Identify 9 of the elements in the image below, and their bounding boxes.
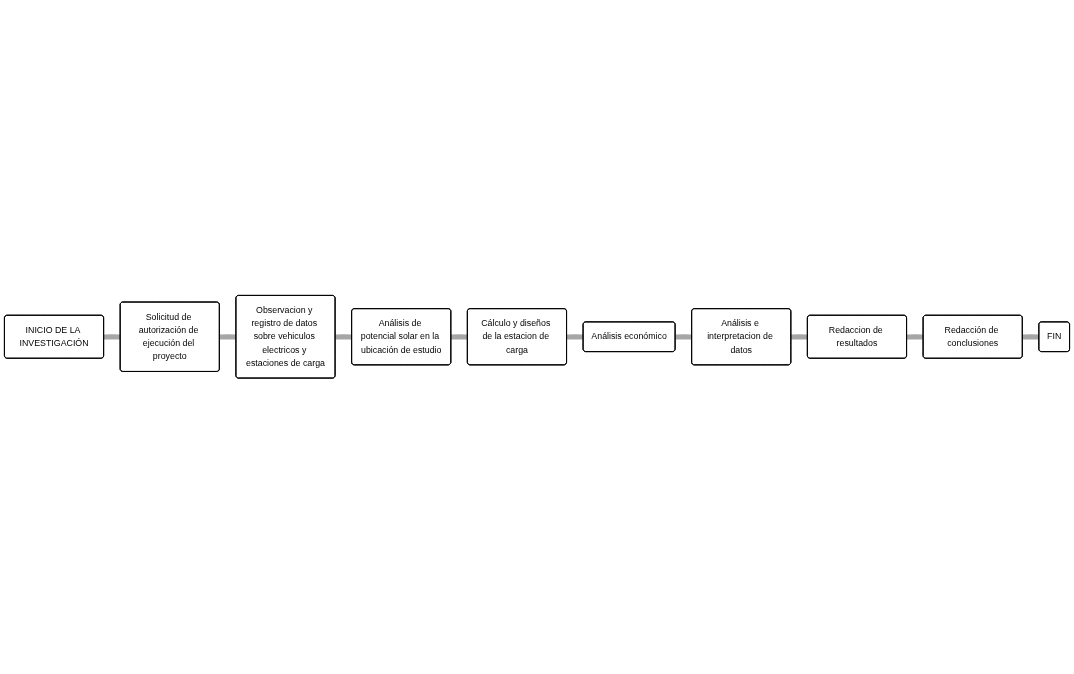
connector	[791, 334, 808, 340]
connector	[675, 334, 692, 340]
connector	[103, 334, 121, 340]
connector	[219, 334, 237, 340]
connector	[451, 334, 468, 340]
connector	[906, 334, 924, 340]
connector	[566, 334, 584, 340]
connector	[1022, 334, 1040, 340]
connector	[335, 334, 352, 340]
